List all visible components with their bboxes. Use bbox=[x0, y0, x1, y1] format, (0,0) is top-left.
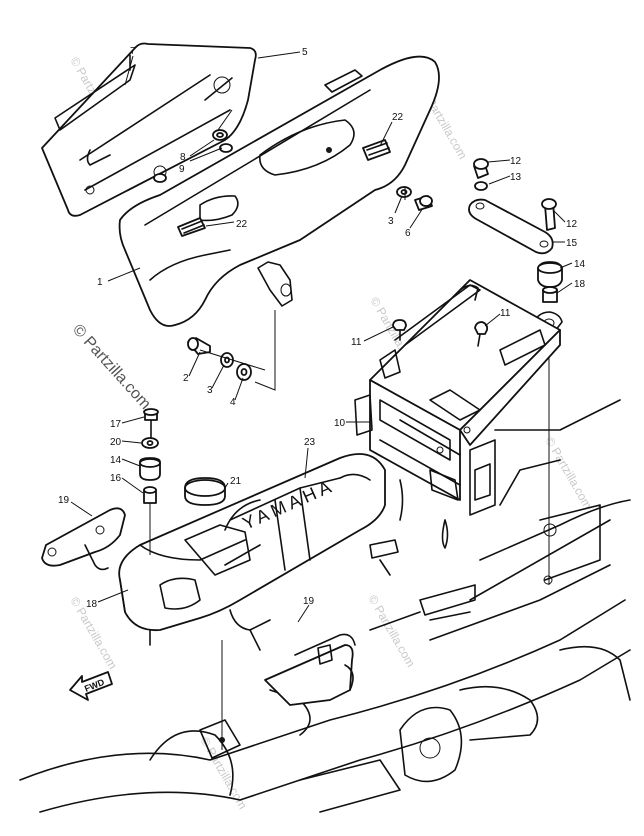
callout-21: 21 bbox=[230, 476, 242, 487]
grommets-8-9 bbox=[153, 129, 233, 183]
callout-17: 17 bbox=[110, 419, 122, 430]
callout-14-left: 14 bbox=[110, 455, 122, 466]
bracket-19-left bbox=[41, 507, 126, 571]
callout-4: 4 bbox=[230, 397, 236, 408]
callout-11-left: 11 bbox=[351, 337, 362, 348]
watermark-main: © Partzilla.com bbox=[69, 321, 154, 412]
callout-20: 20 bbox=[110, 437, 122, 448]
mount-lines bbox=[217, 109, 406, 750]
watermark-6: © Partzilla.com bbox=[365, 593, 418, 670]
callout-22-upper: 22 bbox=[392, 112, 404, 123]
callout-19-right: 19 bbox=[303, 596, 315, 607]
side-cover-left bbox=[41, 42, 257, 217]
callout-9: 9 bbox=[179, 164, 185, 175]
screws-11 bbox=[392, 319, 489, 347]
callout-8: 8 bbox=[180, 152, 186, 163]
battery-box bbox=[354, 279, 561, 549]
callout-6: 6 bbox=[405, 228, 411, 239]
callout-12-lower: 12 bbox=[566, 219, 578, 230]
callout-1: 1 bbox=[97, 277, 103, 288]
callout-10: 10 bbox=[334, 418, 346, 429]
callout-5: 5 bbox=[302, 47, 308, 58]
callouts: 7 5 8 9 22 22 1 3 6 12 13 12 15 14 18 11… bbox=[58, 46, 586, 610]
forward-arrow-icon: FWD bbox=[69, 671, 113, 701]
callout-7: 7 bbox=[130, 46, 136, 57]
callout-12-upper: 12 bbox=[510, 156, 522, 167]
callout-14-right: 14 bbox=[574, 259, 586, 270]
callout-11-right: 11 bbox=[500, 308, 511, 319]
bolt-stack-left bbox=[139, 408, 161, 555]
bracket-19-right bbox=[264, 633, 356, 706]
watermark-4: © Partzilla.com bbox=[542, 435, 595, 512]
cushion-21 bbox=[184, 477, 226, 506]
frame bbox=[19, 399, 631, 813]
callout-3-upper: 3 bbox=[388, 216, 394, 227]
callout-19-left: 19 bbox=[58, 495, 70, 506]
frame-misc bbox=[317, 539, 399, 665]
callout-16: 16 bbox=[110, 473, 122, 484]
callout-23: 23 bbox=[304, 437, 316, 448]
bolt-2-washers bbox=[187, 310, 276, 391]
callout-3-lower: 3 bbox=[207, 385, 213, 396]
callout-18-right: 18 bbox=[574, 279, 586, 290]
leader-lines bbox=[70, 51, 573, 623]
side-cover-main bbox=[118, 55, 440, 327]
callout-15: 15 bbox=[566, 238, 578, 249]
callout-22-lower: 22 bbox=[236, 219, 248, 230]
rear-fender: YAMAHA bbox=[118, 453, 386, 651]
washer-screw-upper bbox=[396, 186, 433, 211]
callout-13: 13 bbox=[510, 172, 522, 183]
callout-2: 2 bbox=[183, 373, 189, 384]
callout-18-left: 18 bbox=[86, 599, 98, 610]
